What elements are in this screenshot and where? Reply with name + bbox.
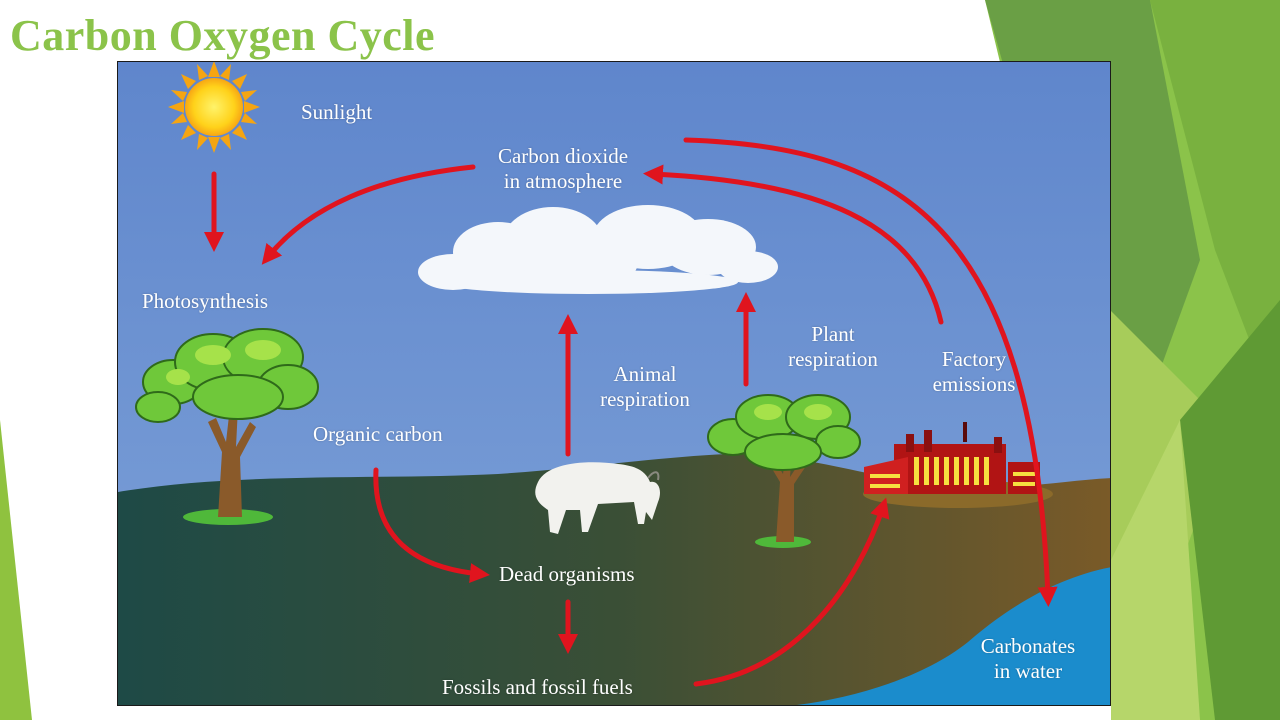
label-animal-respiration: Animal respiration [585, 362, 705, 412]
label-plant-respiration-line1: Plant [811, 322, 855, 346]
water [796, 567, 1110, 705]
label-carbon-dioxide-line1: Carbon dioxide [497, 144, 629, 168]
cloud-icon [418, 205, 778, 294]
tree-icon [707, 394, 861, 548]
tree-icon [135, 328, 319, 525]
label-carbonates-line2: in water [993, 659, 1063, 683]
label-carbon-dioxide-line2: in atmosphere [503, 169, 623, 193]
carbon-cycle-diagram: Sunlight Carbon dioxide in atmosphere Ph… [117, 61, 1111, 706]
slide-title: Carbon Oxygen Cycle [10, 11, 436, 60]
label-carbonates-line1: Carbonates [980, 634, 1076, 658]
label-factory-emissions-line2: emissions [932, 372, 1016, 396]
goat-icon [535, 462, 661, 534]
sun-icon [168, 62, 260, 153]
label-plant-respiration-line2: respiration [788, 347, 878, 371]
label-animal-respiration-line2: respiration [600, 387, 690, 411]
label-dead-organisms: Dead organisms [499, 562, 635, 586]
ground [118, 453, 1110, 705]
label-carbon-dioxide: Carbon dioxide in atmosphere [473, 144, 653, 194]
label-plant-respiration: Plant respiration [773, 322, 893, 372]
label-sunlight: Sunlight [301, 100, 373, 124]
label-factory-emissions-line1: Factory [941, 347, 1007, 371]
label-fossils: Fossils and fossil fuels [442, 675, 633, 699]
label-organic-carbon: Organic carbon [313, 422, 443, 446]
label-photosynthesis: Photosynthesis [142, 289, 269, 313]
diagram-art [118, 62, 1110, 705]
arrow-icon [204, 137, 1058, 687]
label-factory-emissions: Factory emissions [916, 347, 1032, 397]
factory-icon [863, 422, 1053, 508]
label-animal-respiration-line1: Animal [613, 362, 677, 386]
label-carbonates: Carbonates in water [964, 634, 1092, 684]
